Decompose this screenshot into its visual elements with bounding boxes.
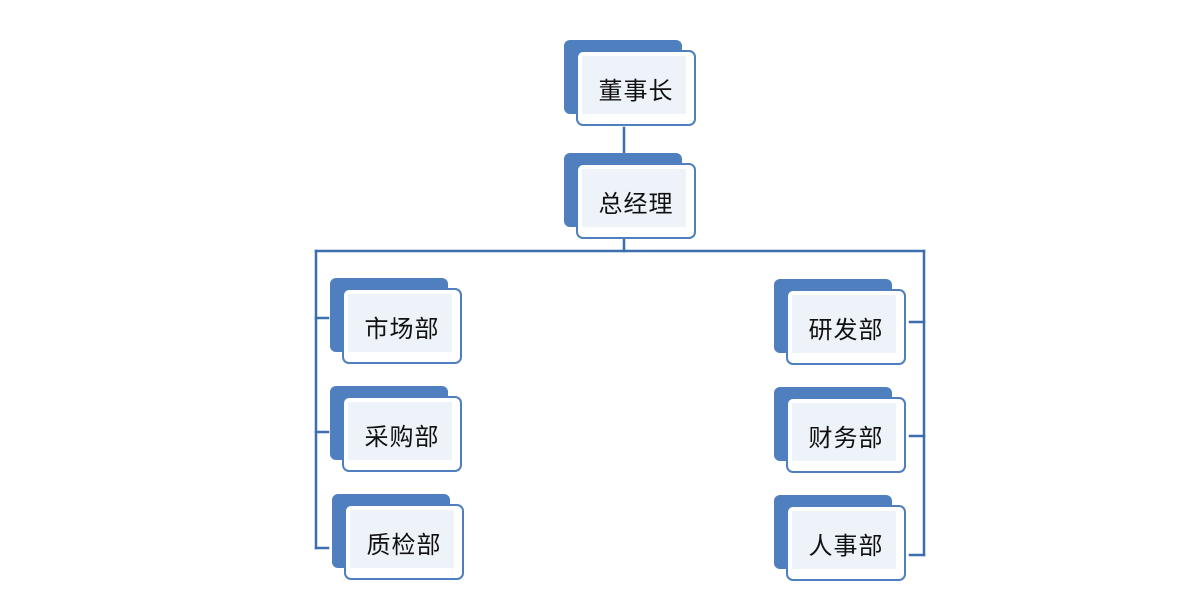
node-label: 总经理 [598, 189, 674, 218]
node-label: 质检部 [366, 530, 442, 559]
node-label: 市场部 [364, 314, 440, 343]
node-label: 财务部 [808, 423, 884, 452]
node-left-department-1: 市场部 [330, 278, 466, 368]
node-label: 采购部 [364, 422, 440, 451]
node-label: 人事部 [808, 531, 884, 560]
node-chairman: 董事长 [564, 40, 700, 130]
node-right-department-1: 研发部 [774, 279, 910, 369]
node-label: 董事长 [598, 76, 674, 105]
node-right-department-2: 财务部 [774, 387, 910, 477]
node-general-manager: 总经理 [564, 153, 700, 243]
node-left-department-3: 质检部 [332, 494, 468, 584]
node-left-department-2: 采购部 [330, 386, 466, 476]
node-label: 研发部 [808, 315, 884, 344]
node-right-department-3: 人事部 [774, 495, 910, 585]
